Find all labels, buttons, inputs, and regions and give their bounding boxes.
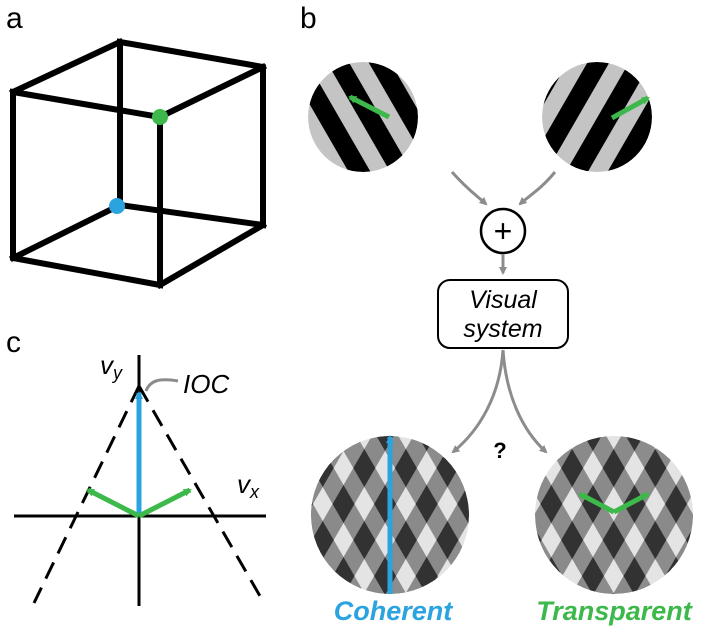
transparent-motion-arrow-right bbox=[612, 491, 650, 515]
cube-green-vertex-dot bbox=[152, 109, 168, 125]
arrow-right-to-sum bbox=[518, 171, 557, 206]
cube-edge-top-left bbox=[9, 38, 124, 96]
cube-edge-top-right bbox=[155, 62, 268, 122]
arrow-visual-to-transparent bbox=[501, 349, 548, 454]
vy-label-sub: y bbox=[111, 363, 123, 383]
arrow-left-to-sum bbox=[450, 171, 488, 206]
cube-front-face bbox=[10, 88, 163, 289]
constraint-line-right bbox=[137, 385, 266, 604]
grating-right-motion-arrow bbox=[610, 95, 650, 121]
visual-system-label-line2: system bbox=[463, 315, 542, 343]
panel-a-letter: a bbox=[6, 2, 23, 35]
grating-left bbox=[308, 62, 418, 172]
panel-c-letter: c bbox=[6, 326, 21, 359]
constraint-line-left bbox=[32, 385, 141, 604]
vy-label: vy bbox=[100, 350, 123, 383]
vx-label-sub: x bbox=[249, 482, 260, 502]
plaid-transparent bbox=[535, 436, 693, 594]
component-vector-left bbox=[86, 487, 141, 519]
transparent-label: Transparent bbox=[536, 596, 693, 626]
ioc-label: IOC bbox=[183, 369, 229, 399]
visual-system-box bbox=[437, 279, 569, 349]
component-vector-right bbox=[137, 487, 192, 519]
sum-node bbox=[479, 207, 527, 255]
sum-symbol: + bbox=[494, 213, 513, 249]
cube-edge-bottom-right bbox=[155, 220, 268, 290]
question-mark: ? bbox=[493, 438, 506, 463]
cube-blue-vertex-dot bbox=[109, 198, 125, 214]
vy-label-main: v bbox=[100, 350, 115, 380]
grating-left-motion-arrow bbox=[348, 94, 391, 120]
cube-back-face bbox=[117, 38, 266, 229]
visual-system-label-line1: Visual bbox=[469, 286, 538, 314]
cube-edge-bottom-left bbox=[8, 200, 125, 263]
necker-cube bbox=[8, 38, 268, 290]
arrow-visual-to-coherent bbox=[451, 349, 505, 454]
grating-right bbox=[542, 62, 652, 172]
transparent-motion-arrow-left bbox=[578, 491, 616, 515]
ioc-leader-line bbox=[144, 378, 179, 392]
vx-label: vx bbox=[237, 469, 260, 502]
panel-b-letter: b bbox=[300, 2, 317, 35]
coherent-label: Coherent bbox=[334, 596, 454, 626]
vx-label-main: v bbox=[237, 469, 252, 499]
